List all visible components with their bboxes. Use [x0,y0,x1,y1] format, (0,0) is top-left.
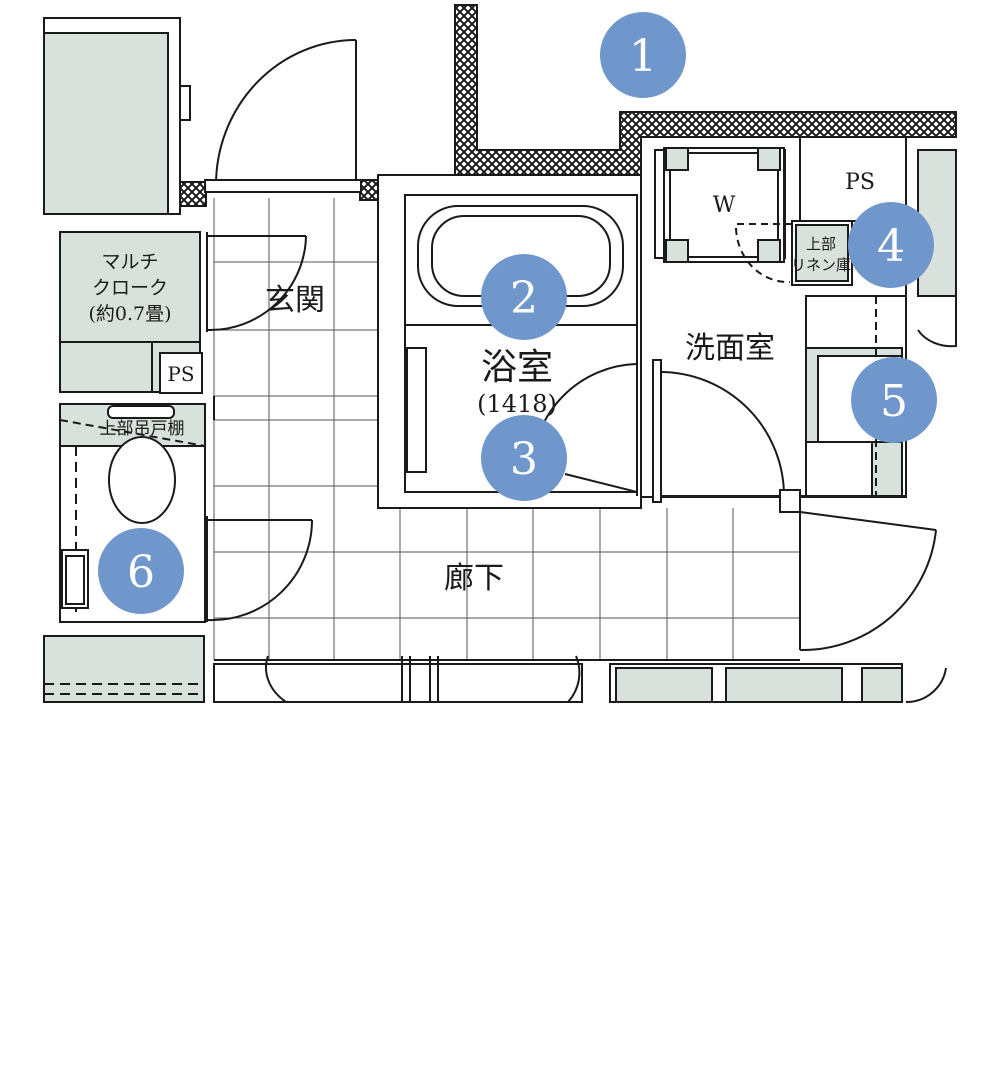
multi-cloak [59,231,203,394]
entrance-door [204,39,362,193]
hallway-label: 廊下 [444,561,504,596]
washroom [640,136,957,498]
bottom-storage [43,635,947,704]
floor-tiles [213,198,800,660]
marker-1[interactable]: 1 [600,12,686,98]
ps-right-label: PS [845,170,875,195]
room-outlines [213,198,800,661]
washroom-door [652,359,801,513]
multi-cloak-label-3: (約0.7畳) [88,303,171,325]
marker-5-label: 5 [880,376,908,427]
marker-3[interactable]: 3 [481,415,567,501]
washroom-label: 洗面室 [685,331,775,366]
linen-label-1: 上部 [806,235,836,253]
marker-4[interactable]: 4 [848,202,934,288]
bathroom-label: 浴室 [481,347,553,388]
marker-2[interactable]: 2 [481,254,567,340]
hallway-door [799,511,937,652]
multi-cloak-label-1: マルチ [101,251,158,273]
marker-6-label: 6 [127,547,155,598]
cabinet-left [43,17,191,215]
linen-label-2: リネン庫 [791,256,851,274]
upper-shelf-label: 上部吊戸棚 [100,419,185,439]
washer-label: W [713,193,736,218]
marker-2-label: 2 [510,273,538,324]
marker-5[interactable]: 5 [851,357,937,443]
cloak-door [206,232,307,332]
entrance-label: 玄関 [265,283,325,318]
marker-1-label: 1 [629,31,657,82]
marker-3-label: 3 [510,434,538,485]
multi-cloak-label-2: クローク [92,277,168,299]
marker-6[interactable]: 6 [98,528,184,614]
bathroom-size-label: (1418) [477,390,557,418]
marker-4-label: 4 [877,221,905,272]
toilet-door [206,516,313,622]
ps-left-label: PS [167,362,194,386]
